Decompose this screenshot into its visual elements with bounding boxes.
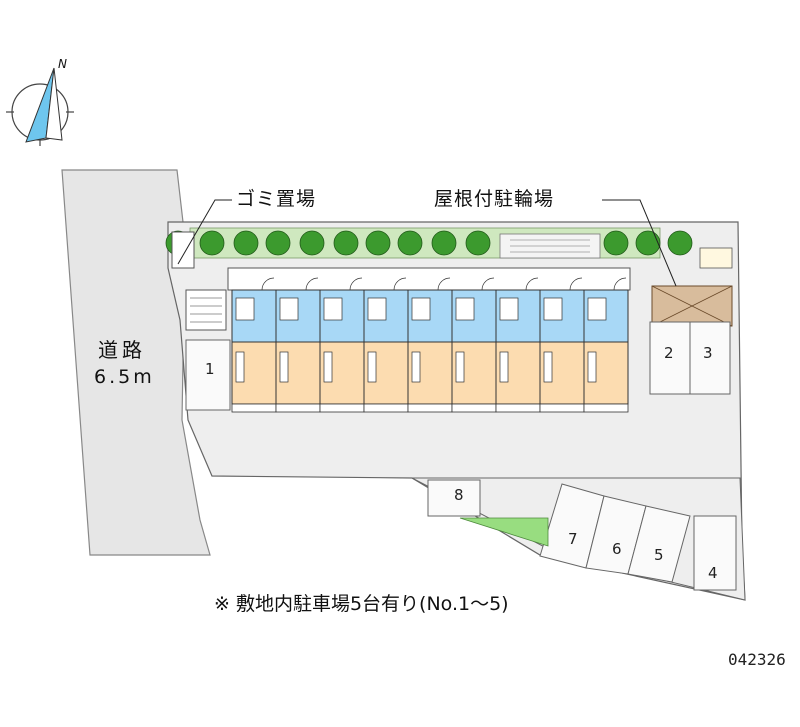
apartment-unit [583,277,629,413]
road-width: 6.5m [94,366,155,388]
apartment-unit [231,277,277,413]
stairwell [185,289,227,331]
apartment-unit [319,277,365,413]
lawn-patch [459,517,549,547]
parking-space-8 [427,479,481,517]
tree [265,230,291,256]
parking-number-3: 3 [703,344,713,362]
road-name: 道路 [98,338,146,362]
parking-number-8: 8 [454,486,464,504]
property-code: 042326 [728,650,786,669]
garbage-area-label: ゴミ置場 [236,188,317,210]
step-lines [510,239,590,253]
tree [199,230,225,256]
parking-number-6: 6 [612,540,622,558]
parking-space-2 [649,321,691,395]
apartment-unit [539,277,585,413]
tree [333,230,359,256]
building-units [231,277,629,413]
tree [397,230,423,256]
tree [365,230,391,256]
tree [667,230,693,256]
garbage-callout-leader [177,199,232,265]
tree-row [165,230,693,256]
apartment-unit [407,277,453,413]
stair-treads [190,297,222,323]
outdoor-unit-box [699,247,733,269]
compass-rose [6,67,74,146]
parking-space-3 [689,321,731,395]
parking-space-1 [185,339,231,411]
tree [299,230,325,256]
apartment-unit [495,277,541,413]
bicycle-callout-leader [602,199,677,287]
tree [465,230,491,256]
bicycle-shed-label: 屋根付駐輪場 [434,188,555,210]
garbage-area [171,231,195,269]
parking-space-5 [627,505,691,583]
parking-number-5: 5 [654,546,664,564]
corridor [227,267,631,291]
apartment-unit [363,277,409,413]
parking-number-1: 1 [205,360,215,378]
parking-number-7: 7 [568,530,578,548]
parking-note: ※ 敷地内駐車場5台有り(No.1～5) [214,593,509,615]
tree [635,230,661,256]
parking-space-4 [693,515,737,591]
tree [431,230,457,256]
tree [233,230,259,256]
apartment-unit [275,277,321,413]
parking-number-4: 4 [708,564,718,582]
parking-number-2: 2 [664,344,674,362]
tree [603,230,629,256]
apartment-unit [451,277,497,413]
compass-north-label: N [58,57,67,71]
